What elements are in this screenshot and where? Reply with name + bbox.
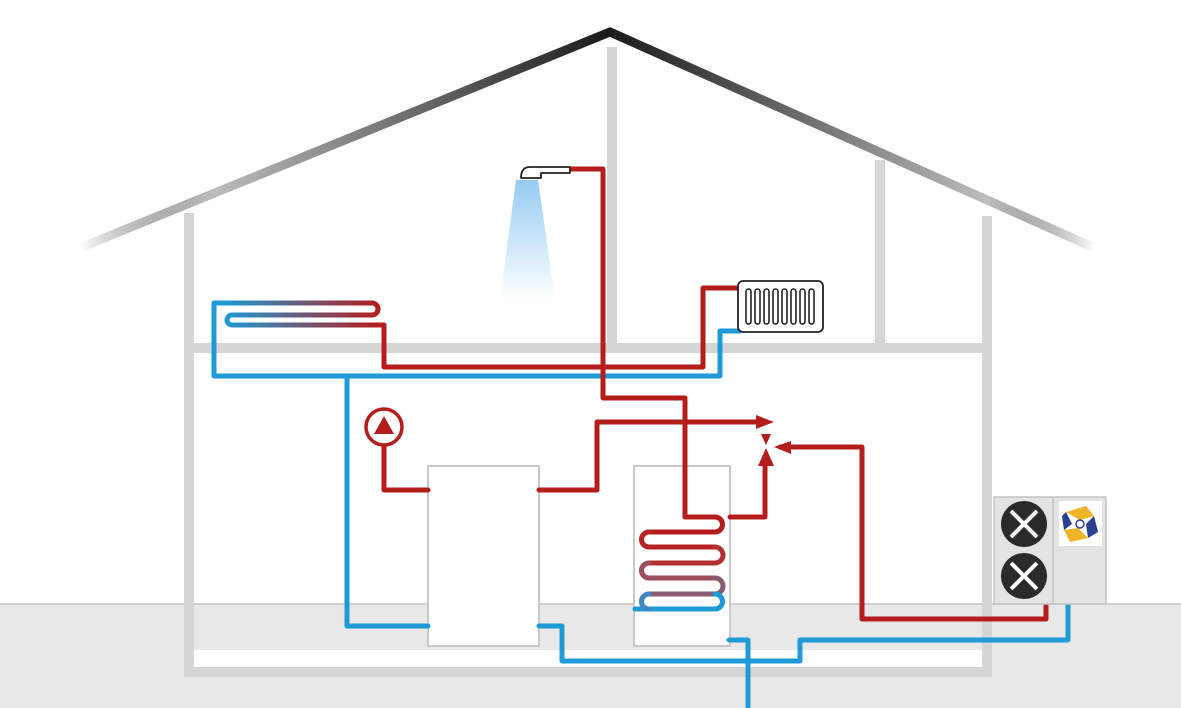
shower-spray [500, 180, 555, 300]
fan-icon [1001, 553, 1047, 599]
tank-heating-coil [639, 514, 726, 612]
roof [77, 27, 1102, 254]
buffer-tank [427, 465, 540, 647]
circulation-pump-icon [364, 407, 404, 447]
house-structure [184, 47, 992, 677]
hot-pipes [375, 166, 1049, 622]
brand-logo-icon [1059, 501, 1102, 546]
hot-water-tank [633, 465, 731, 647]
radiator-icon [737, 280, 824, 333]
floor-heating-coil [222, 300, 381, 328]
fan-icon [1001, 501, 1047, 547]
shower-head-icon [520, 166, 571, 179]
outdoor-heat-pump-unit [993, 496, 1107, 605]
cold-pipes [211, 300, 1071, 708]
mixing-valve-icon [756, 415, 791, 466]
